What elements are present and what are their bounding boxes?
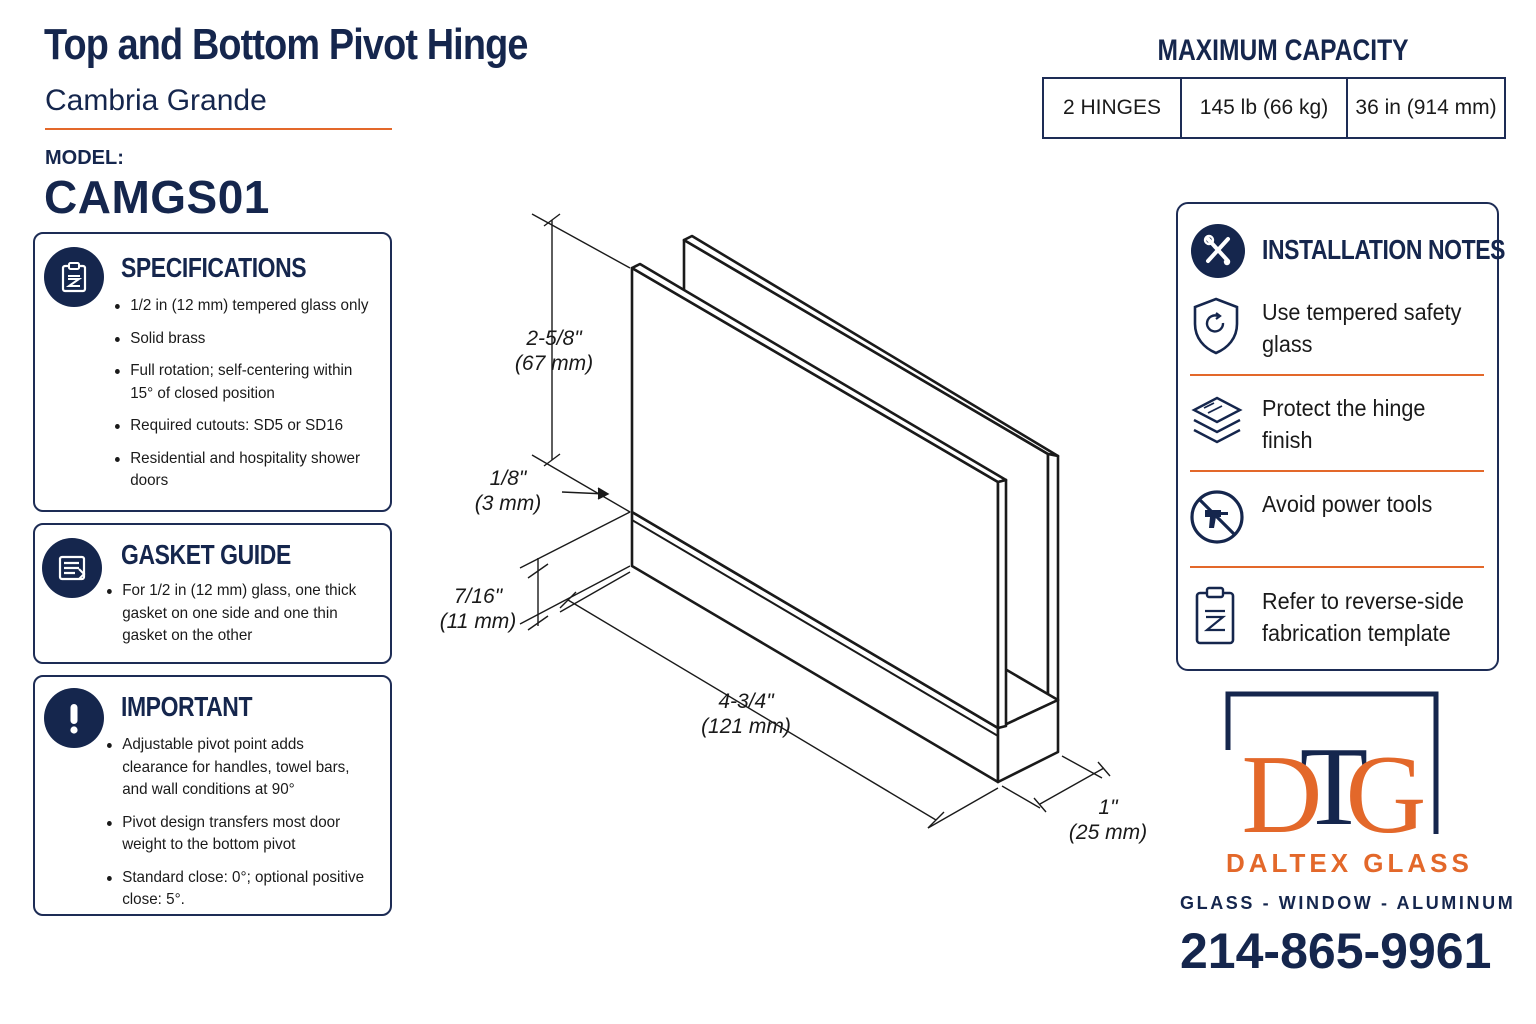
list-item: Pivot design transfers most door weight …	[107, 812, 373, 857]
dimension-imperial: 7/16"	[453, 585, 503, 608]
notes-divider	[1190, 566, 1484, 568]
notes-divider	[1190, 470, 1484, 472]
dimension-metric: (25 mm)	[1068, 821, 1148, 844]
base-height-extension-top	[519, 511, 631, 569]
base-block-front	[630, 510, 1000, 784]
logo-g-letter: G	[1346, 733, 1427, 840]
note-text: Avoid power tools	[1262, 491, 1433, 517]
shield-icon	[1190, 296, 1242, 361]
specifications-heading: SPECIFICATIONS	[121, 252, 307, 283]
no-drill-icon	[1188, 488, 1246, 551]
front-glass-edge	[630, 262, 1008, 484]
layers-icon	[1190, 394, 1244, 457]
dimension-metric: (3 mm)	[474, 492, 542, 515]
front-glass-side	[996, 478, 1008, 730]
base-height-tick-top	[527, 563, 549, 579]
brand-name: DALTEX GLASS	[1226, 848, 1473, 878]
dimension-metric: (67 mm)	[514, 352, 594, 375]
list-item: Standard close: 0°; optional positive cl…	[107, 867, 373, 912]
note-text: Use tempered safety glass	[1262, 299, 1462, 357]
height-tick-bottom	[543, 453, 561, 467]
notes-divider	[1190, 374, 1484, 376]
base-height-tick-bottom	[527, 615, 549, 631]
gasket-layers-icon	[42, 538, 102, 598]
model-label: MODEL:	[45, 147, 124, 169]
gasket-guide-heading: GASKET GUIDE	[121, 539, 291, 570]
depth-tick-left	[1033, 797, 1047, 813]
dimension-imperial: 4-3/4"	[718, 690, 774, 713]
important-panel: IMPORTANT Adjustable pivot point adds cl…	[33, 675, 392, 916]
list-item: Full rotation; self-centering within 15°…	[115, 360, 373, 405]
gasket-guide-panel: GASKET GUIDE For 1/2 in (12 mm) glass, o…	[33, 523, 392, 664]
gasket-leader	[561, 491, 607, 495]
note-avoid-power-tools: Avoid power tools	[1190, 488, 1484, 558]
gasket-arrow	[597, 487, 610, 500]
dtg-logo: T D G	[1225, 691, 1439, 840]
dimension-length: 4-3/4" (121 mm)	[686, 689, 806, 739]
height-tick-top	[543, 213, 561, 227]
depth-extension-left	[1001, 785, 1041, 809]
dimension-metric: (121 mm)	[701, 715, 791, 738]
height-extension-top	[531, 213, 631, 269]
dimension-base-height: 7/16" (11 mm)	[428, 584, 528, 634]
list-item: Residential and hospitality shower doors	[115, 448, 373, 493]
dimension-height: 2-5/8" (67 mm)	[494, 326, 614, 376]
page-title: Top and Bottom Pivot Hinge	[44, 20, 528, 69]
list-item: Adjustable pivot point adds clearance fo…	[107, 734, 373, 802]
installation-notes-heading: INSTALLATION NOTES	[1262, 234, 1506, 265]
base-height-extension-bottom	[519, 565, 631, 625]
length-extension-left	[559, 571, 631, 613]
back-glass-side	[1046, 452, 1060, 702]
list-item: Required cutouts: SD5 or SD16	[115, 415, 373, 438]
important-heading: IMPORTANT	[121, 691, 253, 722]
front-glass-face	[630, 266, 1000, 730]
clipboard-icon	[1192, 585, 1238, 652]
note-tempered-glass: Use tempered safety glass	[1190, 296, 1484, 366]
back-glass-face	[682, 238, 1050, 702]
capacity-heading: MAXIMUM CAPACITY	[1157, 34, 1409, 67]
exclamation-icon	[44, 688, 104, 748]
note-protect-finish: Protect the hinge finish	[1190, 392, 1484, 462]
brand-tagline: GLASS - WINDOW - ALUMINUM	[1180, 893, 1516, 913]
dimension-imperial: 1/8"	[489, 467, 527, 490]
dimension-imperial: 1"	[1098, 796, 1118, 819]
gasket-guide-list: For 1/2 in (12 mm) glass, one thick gask…	[107, 580, 387, 658]
length-tick-right	[927, 811, 945, 829]
product-line: Cambria Grande	[45, 84, 267, 117]
logo-t-letter: T	[1300, 725, 1368, 840]
capacity-table: 2 HINGES 145 lb (66 kg) 36 in (914 mm)	[1042, 77, 1506, 139]
note-text: Refer to reverse-side fabrication templa…	[1262, 588, 1464, 646]
base-block-side	[996, 698, 1060, 784]
tools-icon	[1191, 224, 1245, 278]
logo-d-letter: D	[1242, 733, 1323, 840]
note-fabrication-template: Refer to reverse-side fabrication templa…	[1190, 585, 1484, 655]
dimension-gasket: 1/8" (3 mm)	[458, 466, 558, 516]
capacity-width: 36 in (914 mm)	[1355, 96, 1497, 119]
depth-extension-right	[1061, 755, 1103, 779]
note-text: Protect the hinge finish	[1262, 395, 1426, 453]
title-divider	[45, 128, 392, 130]
clipboard-icon	[44, 247, 104, 307]
capacity-weight: 145 lb (66 kg)	[1182, 79, 1348, 137]
length-extension-right	[927, 787, 999, 829]
important-list: Adjustable pivot point adds clearance fo…	[107, 734, 387, 922]
list-item: Solid brass	[115, 328, 373, 351]
list-item: 1/2 in (12 mm) tempered glass only	[115, 295, 373, 318]
back-glass-edge	[682, 234, 1060, 458]
phone-number: 214-865-9961	[1180, 923, 1492, 979]
model-number: CAMGS01	[44, 171, 270, 223]
list-item: For 1/2 in (12 mm) glass, one thick gask…	[107, 580, 373, 648]
length-tick-left	[559, 591, 577, 609]
capacity-hinges: 2 HINGES	[1044, 79, 1182, 137]
dimension-metric: (11 mm)	[439, 610, 517, 633]
dimension-depth: 1" (25 mm)	[1058, 795, 1158, 845]
specifications-panel: SPECIFICATIONS 1/2 in (12 mm) tempered g…	[33, 232, 392, 512]
specifications-list: 1/2 in (12 mm) tempered glass only Solid…	[115, 295, 387, 503]
depth-tick-right	[1097, 761, 1111, 777]
dimension-imperial: 2-5/8"	[526, 327, 582, 350]
